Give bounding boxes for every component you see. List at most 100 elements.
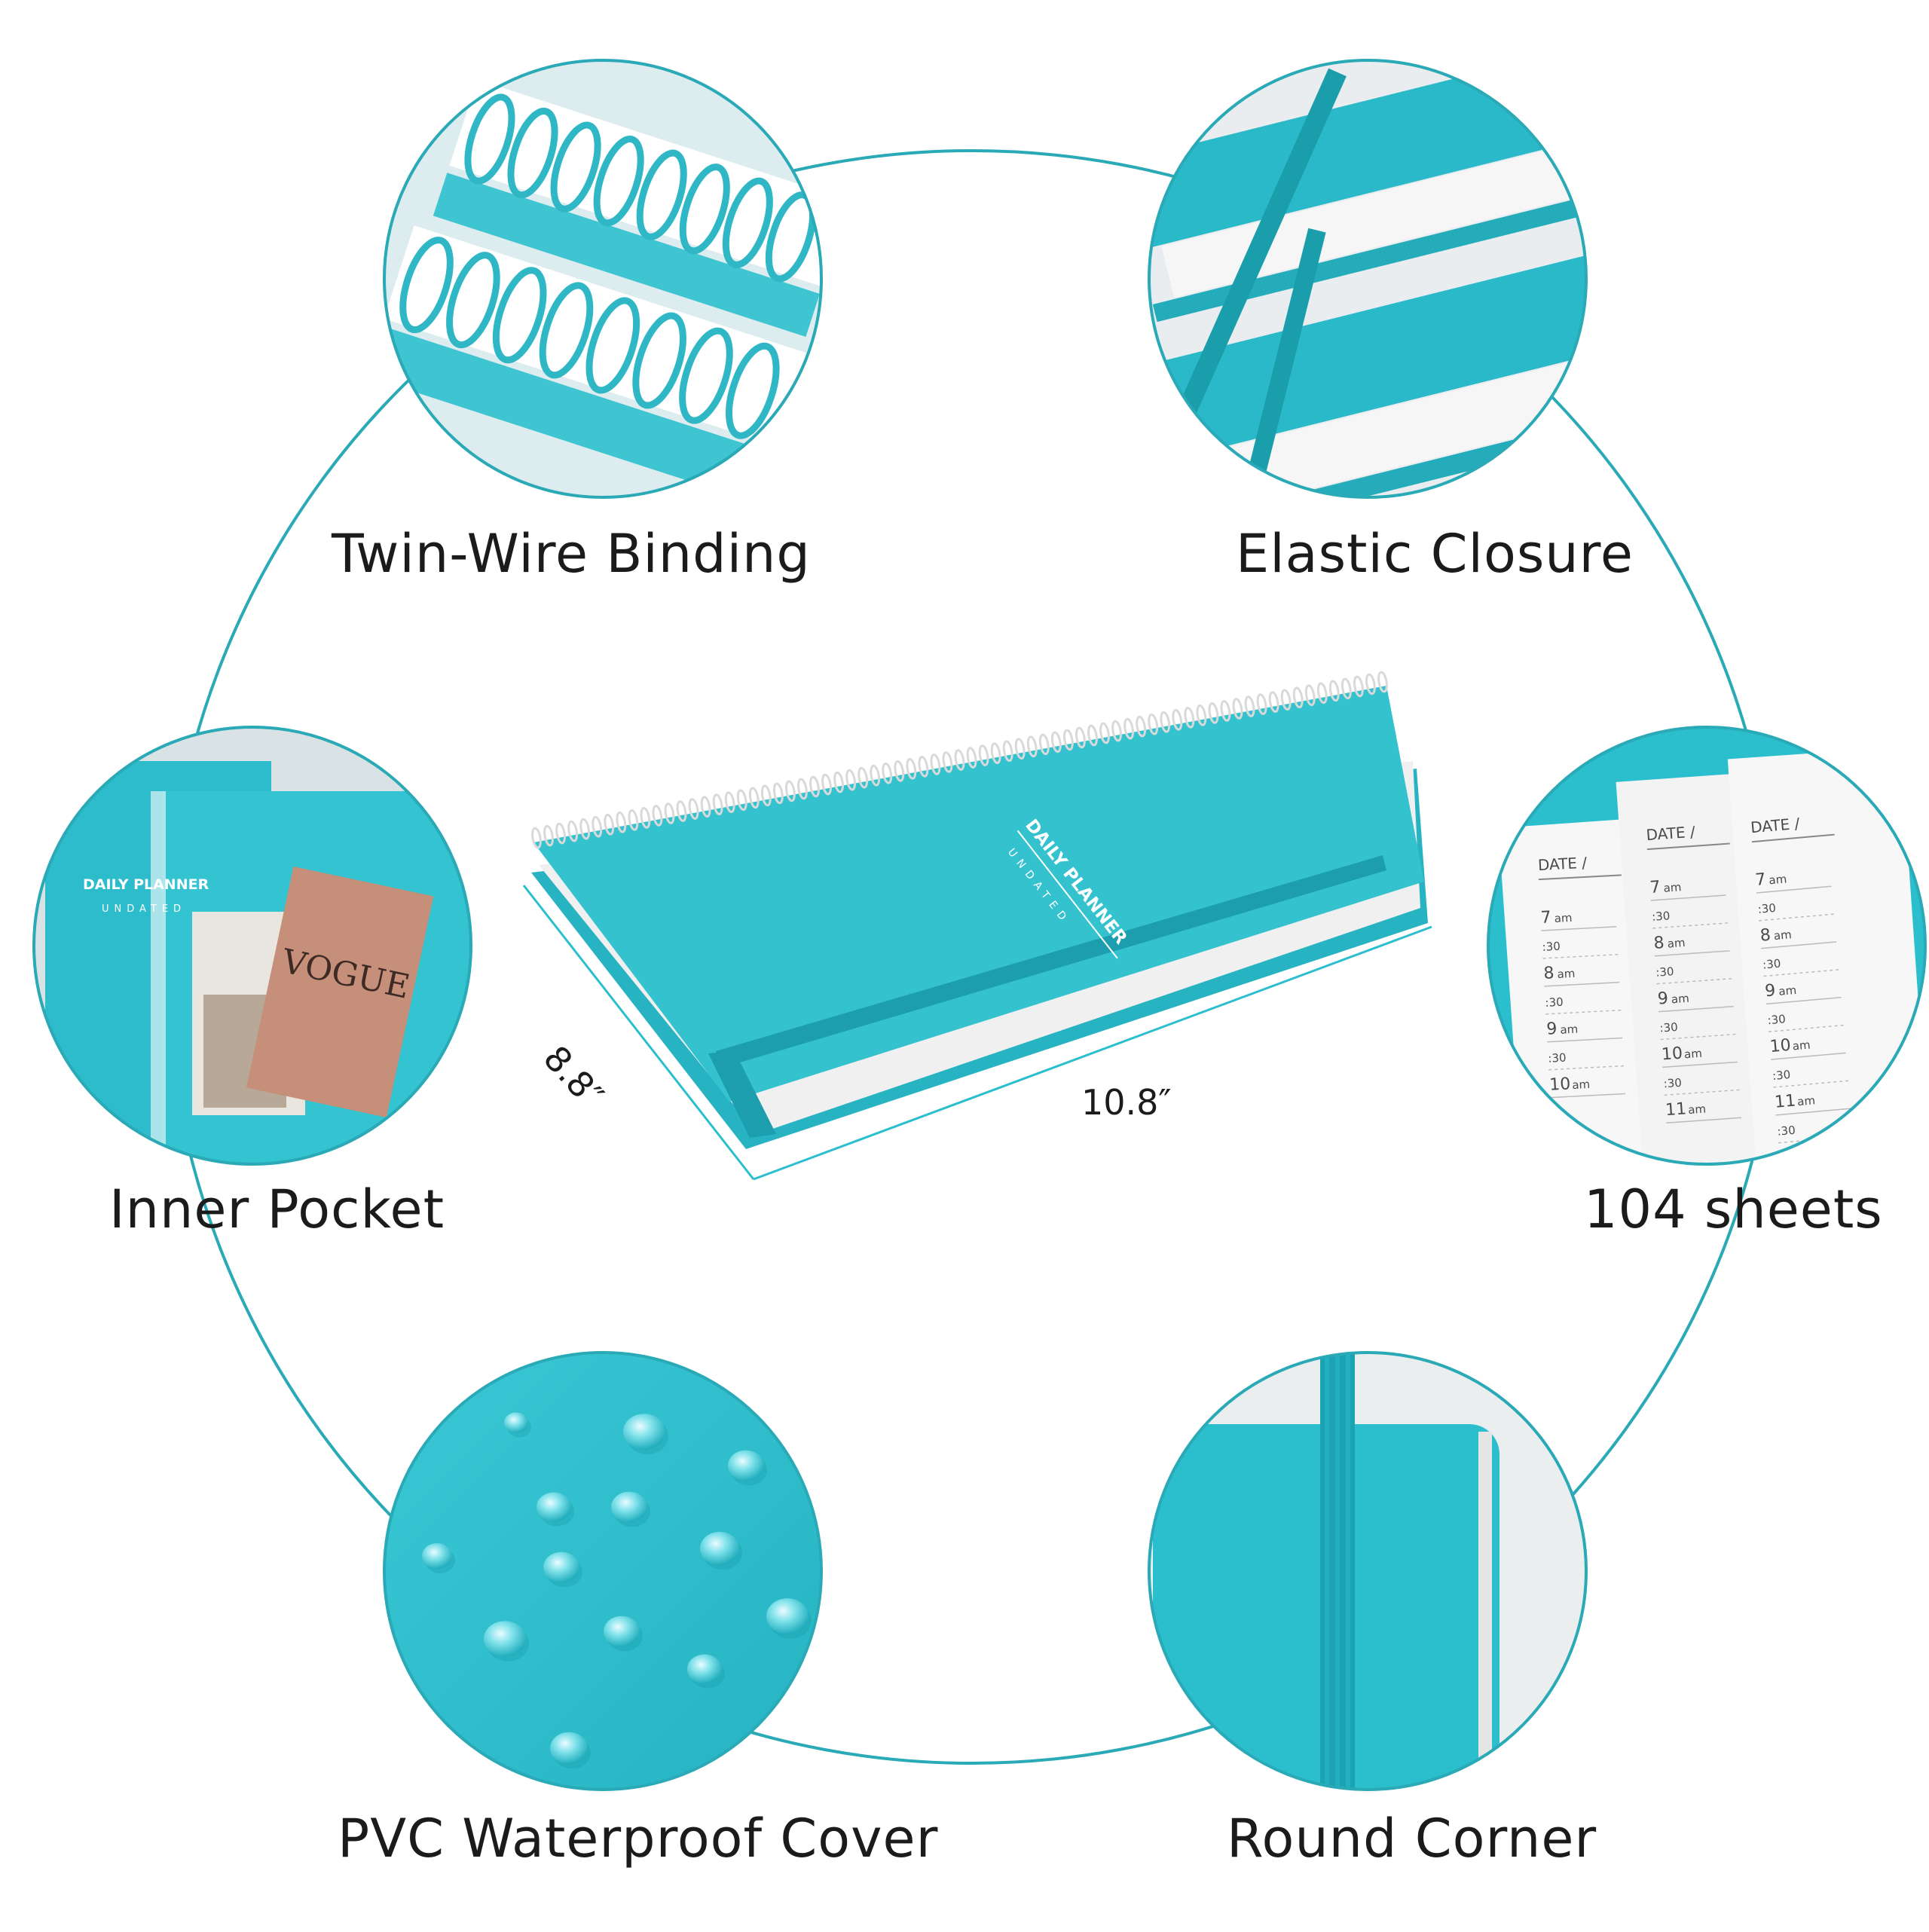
spiral-coil [1292, 686, 1304, 709]
water-drop [543, 1551, 579, 1583]
page2-hour: 7 [1649, 878, 1662, 897]
spiral-coil [676, 800, 687, 822]
page3-half-hour: :30 [1767, 1012, 1787, 1027]
spiral-coil [555, 822, 567, 845]
page1-meridiem: am [1560, 1023, 1579, 1037]
spiral-coil [712, 793, 723, 815]
spiral-coil [1196, 705, 1207, 726]
page1-hour: 8 [1543, 964, 1555, 983]
page2-hour: 8 [1653, 934, 1665, 953]
water-drop [623, 1414, 665, 1450]
spiral-coil [845, 769, 857, 791]
spiral-coil [870, 764, 881, 787]
page2-meridiem: am [1671, 992, 1689, 1007]
spiral-coil [1123, 717, 1135, 740]
waterproof-detail-image [384, 1353, 821, 1790]
elastic-detail-image [1149, 60, 1586, 497]
label-inner-pocket: Inner Pocket [109, 1178, 445, 1240]
spiral-coil [1232, 698, 1243, 720]
spiral-coil [833, 771, 844, 793]
water-drop [550, 1732, 588, 1765]
page3-hour: 10 [1769, 1036, 1792, 1056]
page1-meridiem: am [1572, 1078, 1591, 1092]
page2-hour: 9 [1657, 989, 1669, 1009]
page2-meridiem: am [1667, 936, 1686, 951]
spiral-coil [1136, 715, 1147, 738]
dimension-width: 10.8″ [1081, 1082, 1172, 1123]
spiral-coil [1184, 706, 1195, 729]
spiral-coil [1172, 708, 1183, 731]
binding-detail-image [384, 60, 821, 497]
page3-meridiem: am [1773, 928, 1792, 943]
water-drop [422, 1543, 452, 1569]
page1-meridiem: am [1557, 967, 1576, 981]
spiral-coil [748, 787, 760, 809]
spiral-coil [1304, 684, 1316, 707]
page1-hour: 10 [1549, 1075, 1571, 1094]
page2-meridiem: am [1688, 1102, 1707, 1117]
page3-meridiem: am [1792, 1038, 1811, 1053]
page1-half-hour: :30 [1548, 1051, 1567, 1065]
page1-hour: 9 [1546, 1019, 1558, 1039]
spiral-coil [688, 798, 699, 820]
page1-half-hour: :30 [1542, 940, 1561, 954]
spiral-coil [640, 807, 651, 829]
planner-product: DAILY PLANNER UNDATED [522, 671, 1432, 1181]
page1-hour: 7 [1540, 908, 1551, 928]
spiral-coil [531, 827, 542, 849]
page2-hour: 11 [1665, 1099, 1687, 1120]
spiral-coil [772, 782, 784, 805]
spiral-coil [1087, 724, 1098, 747]
pocket-cover-title: DAILY PLANNER [83, 876, 209, 893]
spiral-coil [1256, 693, 1267, 715]
pocket-detail-image: DAILY PLANNER UNDATED VOGUE [34, 727, 471, 1164]
spiral-coil [918, 756, 929, 778]
page2-meridiem: am [1683, 1047, 1702, 1062]
spiral-coil [543, 824, 554, 847]
spiral-coil [567, 820, 579, 842]
spiral-coil [652, 805, 663, 827]
page3-hour: 8 [1759, 926, 1772, 946]
spiral-coil [1148, 713, 1159, 735]
spiral-coil [628, 809, 639, 831]
spiral-coil [604, 813, 615, 836]
water-drop [700, 1531, 739, 1566]
page3-half-hour: :30 [1762, 957, 1781, 972]
water-drop [484, 1621, 526, 1657]
spiral-coil [1365, 673, 1376, 695]
page3-hour: 11 [1774, 1092, 1796, 1112]
spiral-coil [966, 747, 977, 769]
label-elastic-closure: Elastic Closure [1236, 523, 1634, 585]
label-round-corner: Round Corner [1227, 1808, 1597, 1869]
page2-half-hour: :30 [1659, 1020, 1678, 1035]
spiral-coil [1377, 671, 1388, 693]
water-drop [504, 1412, 528, 1433]
spiral-coil [1341, 677, 1352, 700]
spiral-coil [1353, 675, 1364, 698]
page2-date-label: DATE / [1646, 823, 1696, 845]
water-drop [687, 1654, 722, 1684]
spiral-coil [858, 766, 869, 789]
spiral-coil [1208, 702, 1219, 724]
spiral-coil [760, 784, 772, 807]
spiral-coil [1280, 689, 1292, 711]
spiral-coil [809, 775, 820, 798]
spiral-coil [906, 757, 917, 780]
spiral-coil [1160, 711, 1171, 733]
corner-detail-image [1149, 1353, 1586, 1790]
pocket-cover-subtitle: UNDATED [102, 903, 186, 915]
page2-half-hour: :30 [1652, 909, 1671, 924]
spiral-coil [616, 811, 627, 833]
spiral-coil [1268, 691, 1279, 713]
page2-hour: 10 [1661, 1044, 1683, 1065]
spiral-coil [821, 773, 832, 796]
label-twin-wire-binding: Twin-Wire Binding [332, 523, 811, 585]
water-drop [611, 1491, 647, 1523]
spiral-coil [1244, 695, 1255, 717]
spiral-coil [592, 815, 603, 838]
label-104-sheets: 104 sheets [1584, 1178, 1883, 1240]
label-pvc-waterproof-cover: PVC Waterproof Cover [338, 1808, 939, 1869]
spiral-coil [1050, 731, 1062, 754]
page3-hour: 7 [1754, 870, 1766, 890]
